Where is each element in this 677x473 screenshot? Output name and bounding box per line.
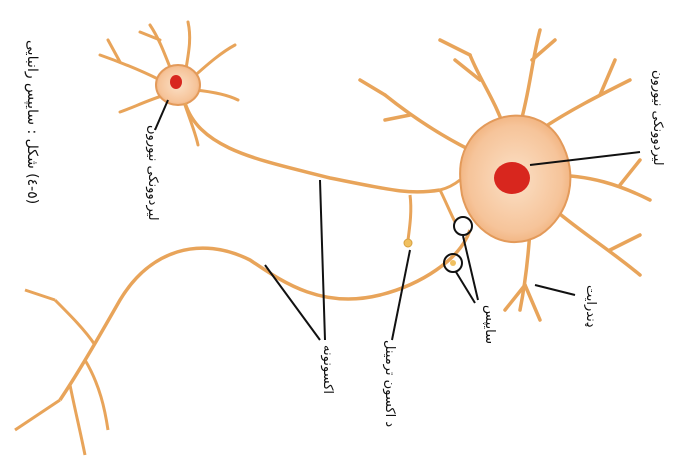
label-dendrite: ډندرایت — [583, 285, 598, 328]
figure-caption: (٥-٤) شكل : سایپس رانبایی — [24, 40, 40, 204]
axon-terminal-knob — [404, 239, 412, 247]
label-cell-body-right: لیردوونکی نیورون — [650, 70, 665, 166]
axon-terminal-branch — [440, 180, 460, 190]
label-axon-terminal: د اکسون ترمینل — [382, 340, 397, 427]
left-neuron-nucleus — [170, 75, 182, 89]
right-axon-terminals — [15, 290, 108, 455]
axon-terminal-branch — [440, 190, 455, 222]
label-axon: اکسونونه — [320, 345, 335, 394]
label-synapse: سایپس — [482, 305, 497, 344]
synapse-marker-upper — [454, 217, 472, 235]
right-neuron-nucleus — [494, 162, 530, 194]
axon-terminal-branch — [408, 195, 411, 240]
label-cell-body-left: لیردوونکی نیورون — [145, 125, 160, 221]
synapse-knob — [450, 260, 456, 266]
